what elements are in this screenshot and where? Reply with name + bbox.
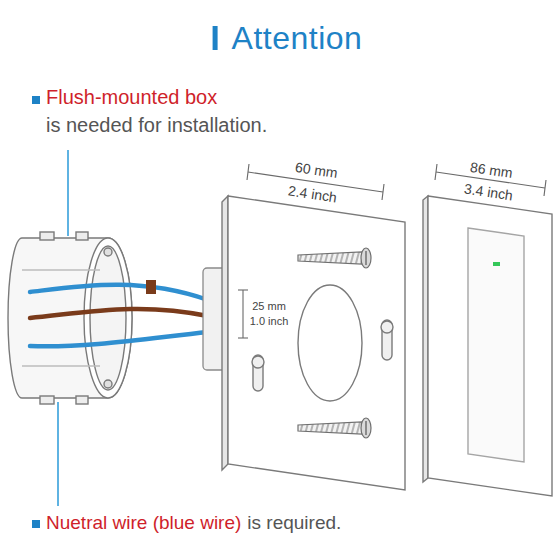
- bullet-square: [32, 96, 40, 104]
- dimension-label: 1.0 inch: [249, 315, 290, 328]
- note-text: is required.: [247, 512, 341, 534]
- title-text: Attention: [232, 20, 363, 57]
- blue-wire: [30, 332, 208, 346]
- cover-plate: [423, 196, 552, 496]
- blue-wire: [30, 285, 208, 300]
- wire-clip: [146, 280, 156, 294]
- screw: [298, 418, 371, 438]
- note-text: is needed for installation.: [46, 114, 267, 137]
- dimension-lines: [238, 164, 546, 338]
- dimension-label: 2.4 inch: [287, 182, 340, 205]
- mounting-plate: [222, 196, 405, 490]
- brown-wire: [30, 309, 208, 318]
- led-indicator: [493, 262, 500, 266]
- dimension-label: 25 mm: [251, 300, 287, 313]
- flush-box: [8, 232, 132, 404]
- dimension-label: 60 mm: [293, 159, 340, 181]
- screw: [298, 248, 371, 268]
- title-bar: [213, 26, 218, 50]
- leader-line: [57, 402, 59, 506]
- wires: [30, 280, 208, 346]
- dimension-label: 3.4 inch: [463, 180, 516, 203]
- note-heading: Flush-mounted box: [46, 86, 217, 109]
- bullet-square: [32, 520, 40, 528]
- note-heading: Nuetral wire (blue wire): [46, 512, 241, 534]
- leader-line: [67, 150, 69, 236]
